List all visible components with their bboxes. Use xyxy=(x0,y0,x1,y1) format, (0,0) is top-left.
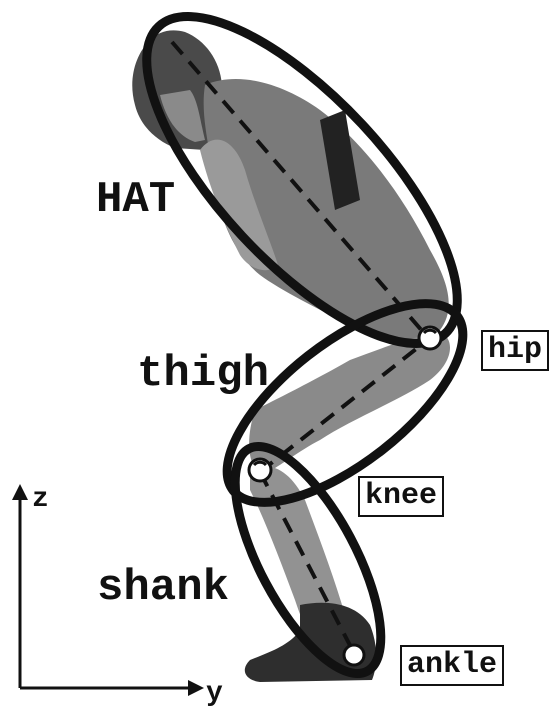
ankle-label: ankle xyxy=(400,645,504,686)
thigh-segment-label: thigh xyxy=(137,352,269,396)
y-axis-arrowhead xyxy=(188,680,204,696)
knee-joint-marker xyxy=(249,459,271,481)
hip-label: hip xyxy=(481,330,549,371)
y-axis-label: y xyxy=(206,680,223,708)
ankle-joint-marker xyxy=(344,645,364,665)
z-axis-label: z xyxy=(32,486,49,514)
knee-label: knee xyxy=(358,476,444,517)
hip-joint-marker xyxy=(419,327,441,349)
hat-segment-label: HAT xyxy=(96,178,175,222)
shank-segment-label: shank xyxy=(97,566,229,610)
z-axis-arrowhead xyxy=(12,484,28,500)
